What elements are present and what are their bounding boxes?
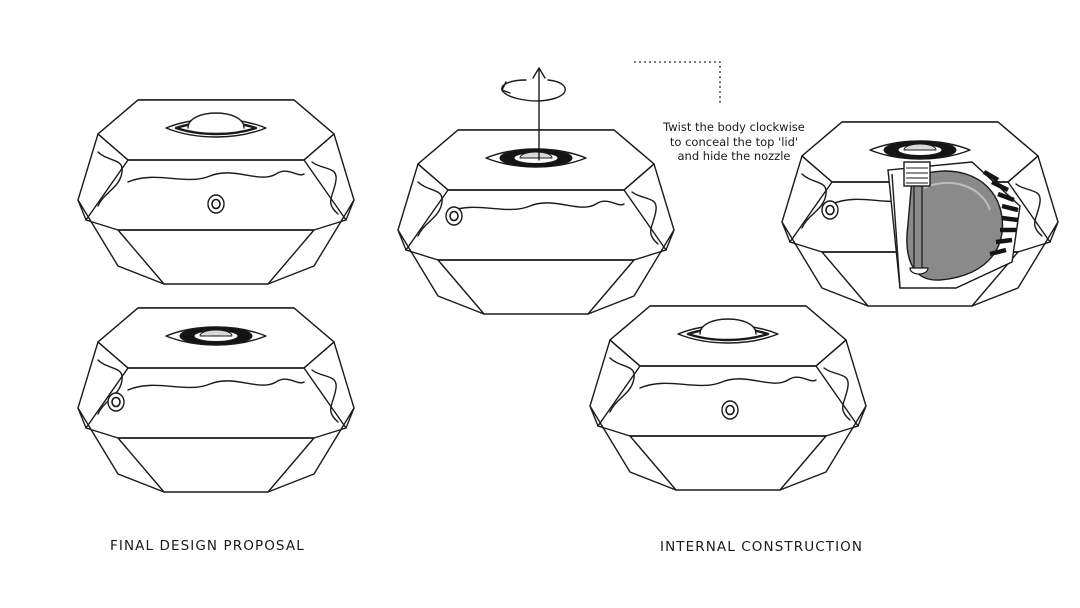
dotted-leader-line bbox=[634, 61, 721, 106]
product-view-twist bbox=[397, 129, 675, 315]
product-view-bottom-right bbox=[589, 305, 867, 491]
caption-final-design-proposal: FINAL DESIGN PROPOSAL bbox=[110, 538, 305, 554]
product-view-top-left bbox=[77, 99, 355, 285]
product-view-bottom-left bbox=[77, 307, 355, 493]
annotation-line: Twist the body clockwise bbox=[663, 120, 805, 134]
annotation-line: to conceal the top 'lid' bbox=[669, 134, 799, 149]
side-button bbox=[207, 194, 225, 214]
side-button bbox=[821, 200, 839, 220]
caption-internal-construction: INTERNAL CONSTRUCTION bbox=[660, 539, 864, 555]
side-button bbox=[107, 392, 125, 412]
side-button bbox=[445, 206, 463, 226]
rotation-arrow-icon bbox=[501, 67, 566, 161]
annotation-line: and hide the nozzle bbox=[677, 149, 791, 163]
side-button bbox=[721, 400, 739, 420]
twist-annotation: Twist the body clockwise to conceal the … bbox=[634, 120, 834, 164]
product-view-cutaway bbox=[781, 121, 1059, 307]
